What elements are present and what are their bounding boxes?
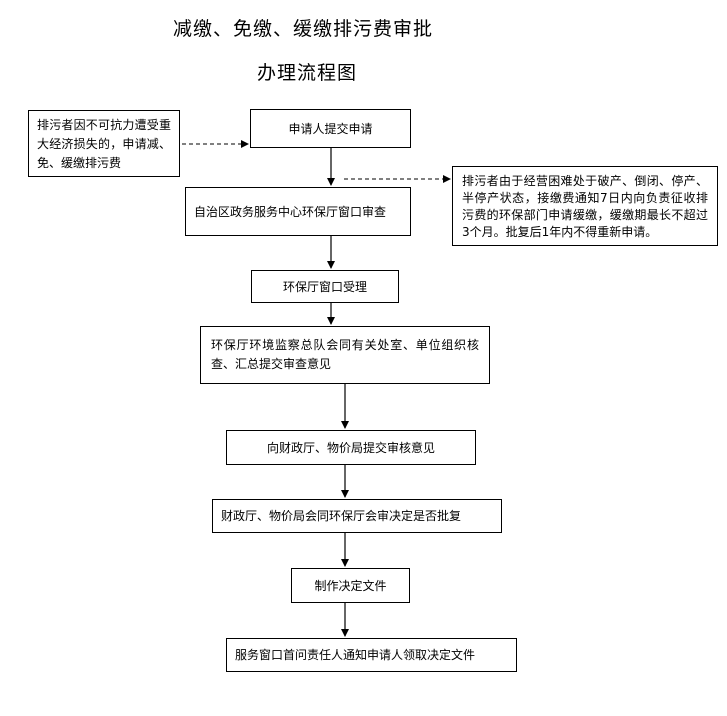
flowchart-title-line1: 减缴、免缴、缓缴排污费审批 — [173, 18, 434, 40]
step-7-make-decision-document: 制作决定文件 — [291, 568, 410, 603]
step-4-inspection-review: 环保厅环境监察总队会同有关处室、单位组织核查、汇总提交审查意见 — [200, 326, 490, 384]
step-4-inspection-review-text: 环保厅环境监察总队会同有关处室、单位组织核查、汇总提交审查意见 — [211, 338, 479, 371]
step-6-joint-decision: 财政厅、物价局会同环保厅会审决定是否批复 — [212, 499, 502, 533]
step-3-window-acceptance: 环保厅窗口受理 — [251, 270, 399, 303]
step-2-window-review: 自治区政务服务中心环保厅窗口审查 — [185, 187, 411, 236]
right-side-note-text: 排污者由于经营困难处于破产、倒闭、停产、半停产状态，接缴费通知7日内向负责征收排… — [462, 174, 708, 239]
left-side-note: 排污者因不可抗力遭受重大经济损失的，申请减、免、缓缴排污费 — [28, 110, 180, 177]
step-8-notify-applicant: 服务窗口首问责任人通知申请人领取决定文件 — [226, 638, 517, 672]
flowchart-title-line2: 办理流程图 — [257, 62, 358, 84]
step-1-submit-application: 申请人提交申请 — [250, 109, 411, 148]
step-5-submit-opinion: 向财政厅、物价局提交审核意见 — [226, 430, 476, 465]
right-side-note: 排污者由于经营困难处于破产、倒闭、停产、半停产状态，接缴费通知7日内向负责征收排… — [452, 166, 718, 246]
left-side-note-text: 排污者因不可抗力遭受重大经济损失的，申请减、免、缓缴排污费 — [37, 118, 171, 170]
